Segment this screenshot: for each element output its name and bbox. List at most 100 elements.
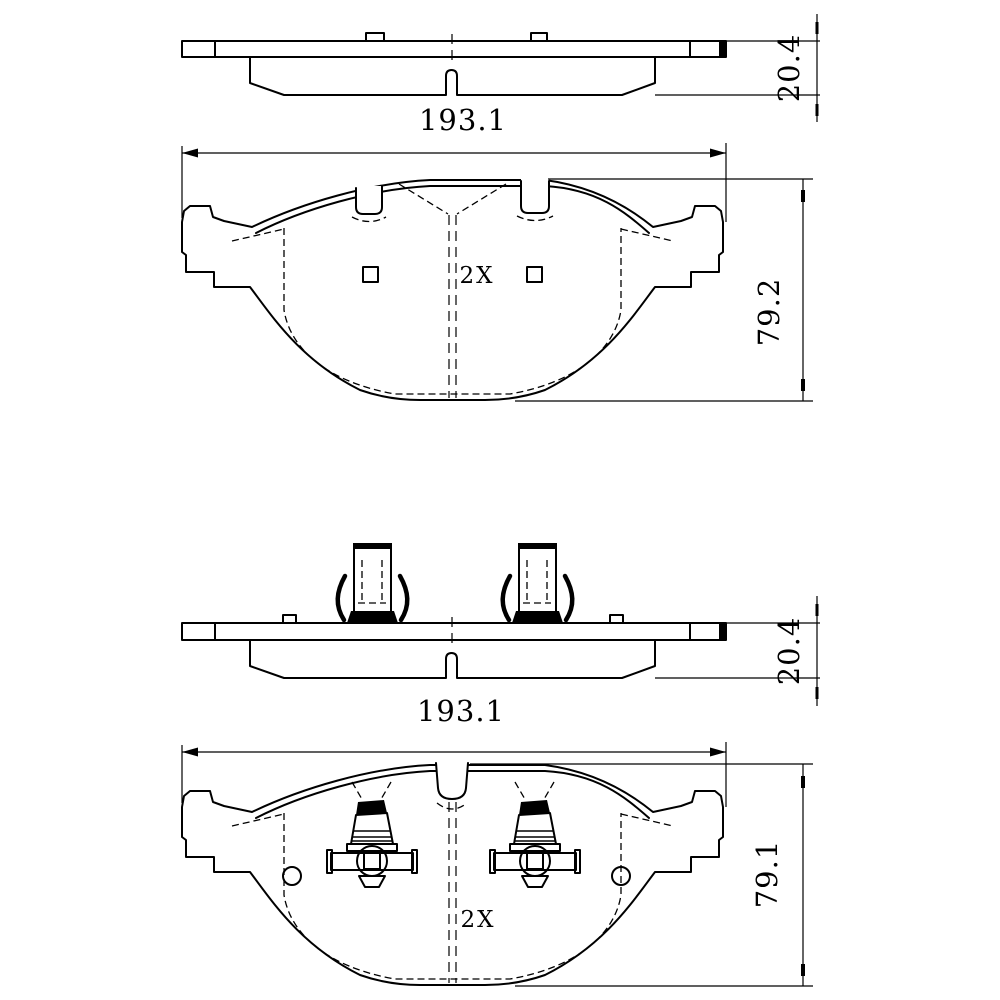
dimension-arrow (710, 148, 726, 158)
pad-outline (181, 764, 724, 986)
dimension-arrow (182, 747, 198, 757)
crossbar-end-cap (489, 849, 496, 874)
retainer-tabs (282, 614, 624, 624)
dimension-tick (801, 964, 805, 976)
sensor-base (347, 611, 398, 623)
sensor-base (512, 611, 563, 623)
upper-height-dimension: 79.2 (515, 178, 813, 402)
upper-thickness-dimension: 20.4 (655, 14, 820, 122)
sensor-body (353, 544, 392, 616)
plate-end-cap (719, 41, 726, 57)
sensor-ribs (514, 830, 556, 842)
backing-plate-outline (181, 40, 727, 58)
sensor-hidden-lines (358, 560, 386, 604)
crossbar-end-cap (411, 849, 418, 874)
sensor-tail (358, 875, 386, 888)
thickness-label: 20.4 (772, 34, 806, 103)
rivet-hole (611, 866, 631, 886)
dimension-tick (801, 379, 805, 391)
upper-width-dimension: 193.1 (181, 103, 727, 222)
spring-arm (397, 573, 410, 623)
wear-sensor-side (500, 543, 575, 623)
dimension-tick (815, 22, 819, 34)
extension-lines (655, 40, 820, 96)
width-label: 193.1 (419, 103, 507, 137)
sensor-body (518, 544, 557, 616)
lower-pad-side-view (181, 543, 727, 679)
sensor-boss (356, 845, 388, 877)
crossbar-end-cap (574, 849, 581, 874)
dimension-tick (801, 776, 805, 788)
crossbar-end-cap (326, 849, 333, 874)
extension-lines (655, 622, 820, 679)
sensor-flange (509, 843, 561, 852)
extension-lines (515, 178, 813, 402)
guide-notch (355, 185, 383, 215)
sensor-crossbar (330, 852, 414, 871)
notch-hidden-arc (351, 216, 387, 223)
dimension-tick (801, 190, 805, 202)
spring-arm (562, 573, 575, 623)
dimension-tick (815, 104, 819, 116)
dimension-tick (815, 604, 819, 616)
sensor-cap (356, 800, 387, 815)
friction-material-outline (249, 56, 656, 96)
sensor-flange (346, 843, 398, 852)
lower-width-dimension: 193.1 (181, 694, 727, 807)
notch-mask (356, 186, 382, 214)
retainer-tabs (365, 32, 548, 42)
wear-sensor-front (326, 800, 418, 888)
sensor-boss (519, 845, 551, 877)
dimension-arrow (182, 148, 198, 158)
sensor-cap (353, 543, 392, 549)
upper-pad-front-view: 2X (181, 179, 724, 401)
plate-end-cap (719, 623, 726, 640)
feature-count-label: 2X (460, 907, 495, 933)
height-label: 79.2 (752, 278, 786, 347)
thickness-label: 20.4 (772, 617, 806, 686)
sensor-square-hole (363, 852, 381, 870)
center-line (448, 215, 457, 398)
dimension-arrow (710, 747, 726, 757)
extension-lines (181, 143, 727, 222)
guide-notch (520, 180, 550, 214)
friction-material-outline (249, 639, 656, 679)
friction-hidden-edge (231, 813, 674, 827)
upper-pad-side-view (181, 32, 727, 96)
sensor-ribs (351, 830, 393, 842)
lower-height-dimension: 79.1 (470, 763, 813, 987)
notch-mask (436, 760, 468, 799)
lower-pad-front-view: 2X (181, 760, 724, 986)
lower-thickness-dimension: 20.4 (655, 596, 820, 706)
extension-lines (181, 742, 727, 807)
sensor-hidden-lines (523, 560, 551, 604)
wear-sensor-side (335, 543, 410, 623)
pad-outline (181, 179, 724, 401)
notch-mask (521, 179, 549, 213)
notch-hidden-arc (436, 802, 468, 810)
wear-sensor-front (489, 800, 581, 888)
width-label: 193.1 (417, 694, 505, 728)
extension-lines (470, 763, 813, 987)
sensor-cap (518, 543, 557, 549)
friction-hidden-edge (231, 228, 674, 242)
center-vee-hidden (398, 183, 507, 215)
sensor-crossbar (493, 852, 577, 871)
sensor-cap (519, 800, 550, 815)
friction-hidden-outline (283, 813, 622, 980)
spring-arm (335, 573, 348, 623)
dimension-tick (815, 687, 819, 699)
sensor-square-hole (526, 852, 544, 870)
center-line (448, 802, 457, 983)
backing-plate-outline (181, 622, 727, 641)
plate-chamfer-line (255, 185, 650, 234)
sensor-body (513, 812, 557, 845)
rivet-hole (282, 866, 302, 886)
friction-hidden-outline (283, 228, 622, 395)
spring-arm (500, 573, 513, 623)
sensor-body (350, 812, 394, 845)
sensor-tail (521, 875, 549, 888)
center-guide-notch (435, 762, 469, 800)
